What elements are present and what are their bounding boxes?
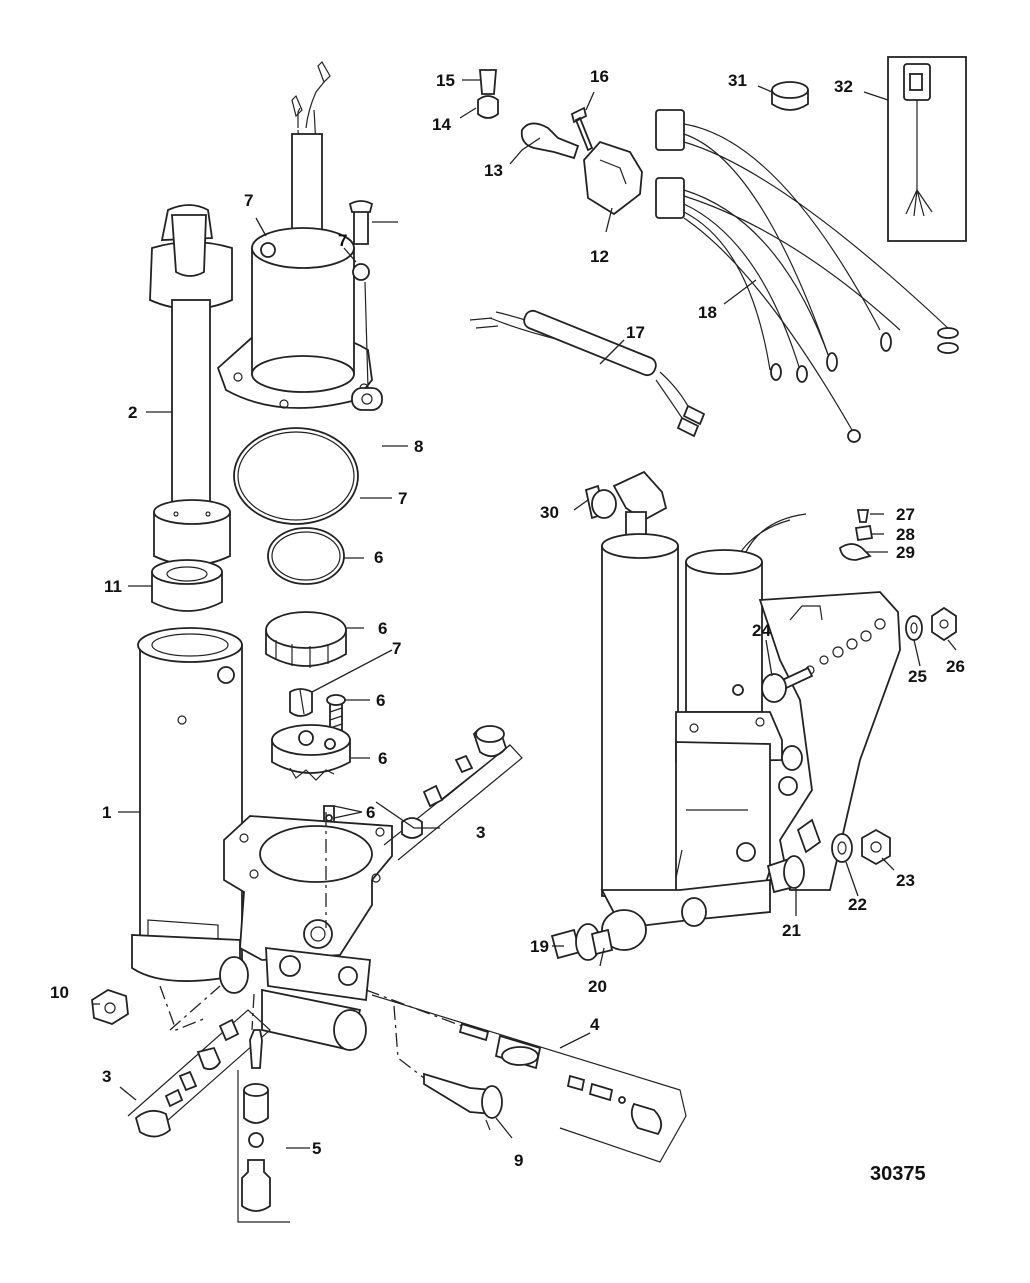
callout-25: 25: [908, 667, 927, 686]
part-7-o-ring: [233, 427, 359, 525]
part-26-nut: [931, 606, 957, 642]
callout-29: 29: [896, 543, 915, 562]
callout-20: 20: [588, 977, 607, 996]
callout-13: 13: [484, 161, 503, 180]
part-14-grommet: [477, 95, 499, 119]
callout-16: 16: [590, 67, 609, 86]
callout-4: 4: [590, 1015, 600, 1034]
pump-housing: [223, 815, 393, 1052]
callout-7-bolt: 7: [338, 231, 347, 250]
part-13-terminal: [520, 122, 580, 160]
callout-6-o-ring: 6: [374, 548, 383, 567]
callout-28: 28: [896, 525, 915, 544]
leader-lines: [92, 79, 957, 1149]
callout-14: 14: [432, 115, 451, 134]
callout-6-screw: 6: [376, 691, 385, 710]
callout-3-left: 3: [102, 1067, 111, 1086]
part-29-clamp: [839, 543, 872, 561]
callout-12: 12: [590, 247, 609, 266]
callout-15: 15: [436, 71, 455, 90]
part-6-filter: [265, 611, 347, 668]
callout-26: 26: [946, 657, 965, 676]
part-18-harness: [655, 109, 959, 443]
part-2-ram-rod: [149, 204, 233, 566]
part-25-washer: [905, 615, 923, 641]
callout-10: 10: [50, 983, 69, 1002]
part-23-nut: [861, 828, 891, 866]
part-11-seal: [151, 559, 223, 612]
callout-6-spring: 6: [366, 803, 375, 822]
part-7-trim-motor: [216, 61, 373, 409]
callout-30: 30: [540, 503, 559, 522]
callout-21: 21: [782, 921, 801, 940]
callout-23: 23: [896, 871, 915, 890]
callout-9: 9: [514, 1151, 523, 1170]
callout-labels: 1 2 3 3 4 5 6 6 6 6 6 7 7 7 7 8 9 10 11 …: [50, 67, 965, 1185]
part-17-wire: [469, 309, 706, 438]
part-1-trim-cylinder: [131, 627, 249, 994]
callout-1: 1: [102, 803, 111, 822]
callout-18: 18: [698, 303, 717, 322]
callout-6-filter: 6: [378, 619, 387, 638]
part-15-screw: [479, 69, 497, 95]
callout-31: 31: [728, 71, 747, 90]
part-32-switch-inset: [887, 56, 967, 242]
part-10-nut: [91, 989, 129, 1025]
part-31-cap: [771, 81, 809, 111]
callout-5: 5: [312, 1139, 321, 1158]
callout-17: 17: [626, 323, 645, 342]
callout-32: 32: [834, 77, 853, 96]
callout-7-motor: 7: [244, 191, 253, 210]
figure-number: 30375: [870, 1163, 926, 1185]
callout-24: 24: [752, 621, 771, 640]
callout-27: 27: [896, 505, 915, 524]
part-5-fitting-kit: [237, 1029, 290, 1223]
part-28-clip: [854, 524, 874, 542]
part-3-valve-kit-right: [383, 725, 523, 861]
part-16-screw: [570, 106, 594, 152]
part-7-valve: [289, 688, 313, 717]
callout-3-right: 3: [476, 823, 485, 842]
callout-7-valve: 7: [392, 639, 401, 658]
part-9-manual-release-valve: [423, 1072, 503, 1131]
callout-2: 2: [128, 403, 137, 422]
part-3-valve-kit-left: [127, 1009, 271, 1138]
part-27-screw: [856, 509, 870, 523]
part-6-pump: [271, 724, 351, 781]
callout-6-pump: 6: [378, 749, 387, 768]
assembled-trim-unit: [550, 470, 901, 961]
part-6-o-ring: [267, 527, 345, 585]
callout-8: 8: [414, 437, 423, 456]
callout-19: 19: [530, 937, 549, 956]
callout-7-o-ring: 7: [398, 489, 407, 508]
part-22-washer: [831, 833, 853, 863]
part-8-ground-strap: [348, 200, 383, 411]
part-4-manual-release-kit: [371, 994, 687, 1163]
callout-22: 22: [848, 895, 867, 914]
callout-11: 11: [104, 577, 122, 596]
part-12-relay: [583, 140, 643, 216]
